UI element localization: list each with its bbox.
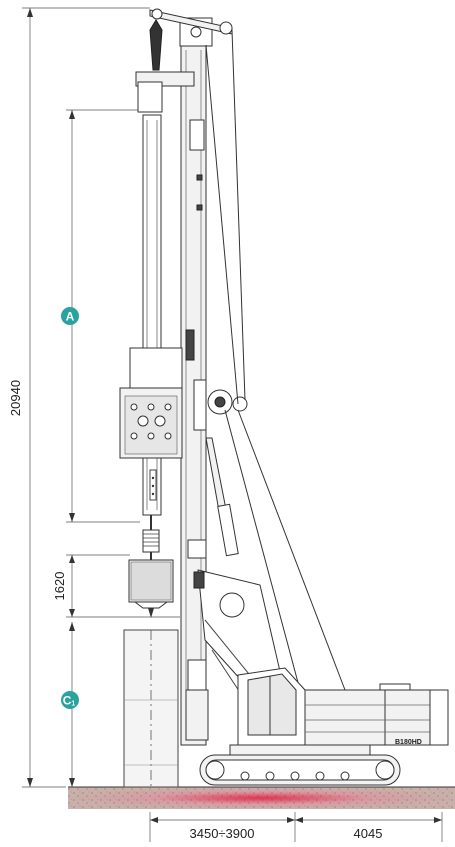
marker-c1: C1 <box>61 691 79 709</box>
machine-model-label: B180HD <box>395 739 422 746</box>
rotary-head <box>119 347 183 459</box>
ground <box>68 786 455 809</box>
mast <box>180 44 209 746</box>
crawler-tracks <box>199 744 401 786</box>
svg-text:C1: C1 <box>63 694 76 708</box>
mast-head <box>135 8 233 113</box>
overall-height-label: 20940 <box>8 380 23 416</box>
marker-c1-label: C <box>63 694 72 708</box>
marker-a: A <box>61 307 79 325</box>
rear-length-label: 4045 <box>354 826 383 841</box>
winch-assembly <box>205 29 346 691</box>
drill-bucket <box>128 515 174 618</box>
hydraulic-cylinder <box>205 437 239 557</box>
overall-height-dimension: 20940 <box>8 7 150 788</box>
upper-structure: B180HD <box>237 667 449 746</box>
track-base-label: 3450÷3900 <box>190 826 255 841</box>
marker-c1-subscript: 1 <box>71 701 75 708</box>
base-dimensions: 3450÷3900 4045 <box>149 812 443 842</box>
casing-outline <box>123 629 179 788</box>
marker-a-label: A <box>66 310 75 324</box>
tool-height-dimension: 1620 <box>52 554 180 618</box>
tool-height-label: 1620 <box>52 572 67 601</box>
